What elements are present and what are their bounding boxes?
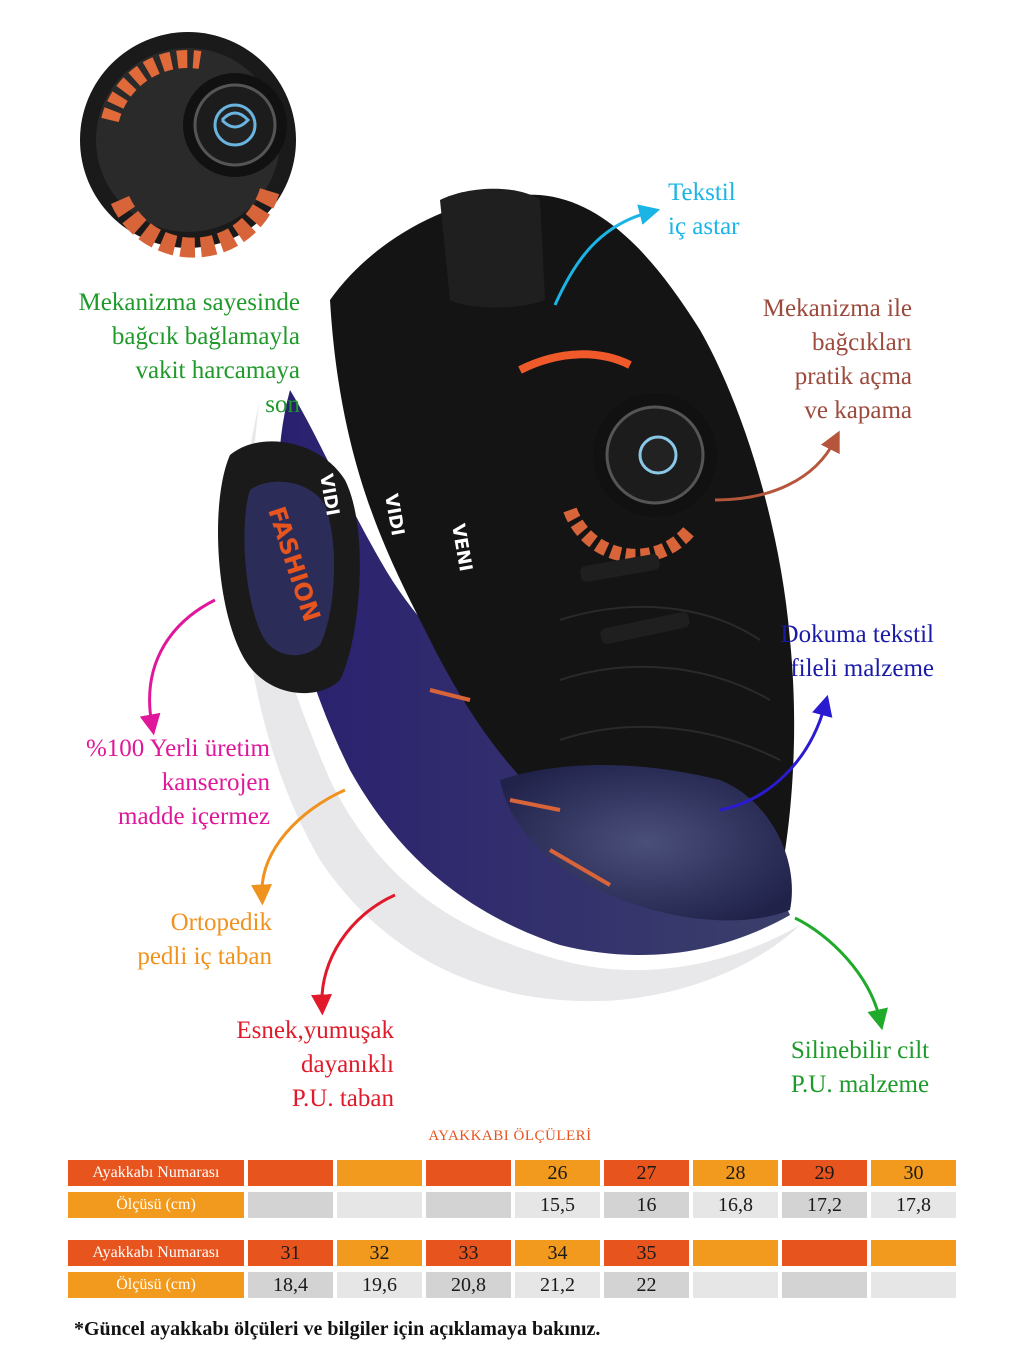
number-cell: 27 xyxy=(604,1160,689,1186)
size-label: Ölçüsü (cm) xyxy=(68,1272,244,1298)
number-cell: 26 xyxy=(515,1160,600,1186)
number-cell xyxy=(426,1160,511,1186)
arrow-silinebilir xyxy=(794,916,888,1031)
number-cell: 32 xyxy=(337,1240,422,1266)
arrow-tekstil xyxy=(553,204,661,306)
callout-mekanizma-left: Mekanizma sayesinde bağcık bağlamayla va… xyxy=(78,289,300,418)
arrow-ortopedik xyxy=(251,788,346,906)
number-cell: 29 xyxy=(782,1160,867,1186)
number-cell xyxy=(337,1160,422,1186)
number-cell xyxy=(782,1240,867,1266)
size-cell xyxy=(426,1192,511,1218)
size-cell xyxy=(782,1272,867,1298)
product-illustration: FASHION VIDI VIDI VENI xyxy=(80,32,888,1031)
number-label: Ayakkabı Numarası xyxy=(68,1160,244,1186)
arrow-mekanizma-right xyxy=(714,430,840,502)
size-cell: 22 xyxy=(604,1272,689,1298)
shoe-image xyxy=(218,188,800,1002)
size-table-title: AYAKKABI ÖLÇÜLERİ xyxy=(428,1128,592,1144)
size-cell: 16,8 xyxy=(693,1192,778,1218)
size-cell: 19,6 xyxy=(337,1272,422,1298)
size-row-numbers-2: Ayakkabı Numarası 31 32 33 34 35 xyxy=(68,1240,956,1266)
number-label: Ayakkabı Numarası xyxy=(68,1240,244,1266)
size-cell xyxy=(248,1192,333,1218)
size-cell: 20,8 xyxy=(426,1272,511,1298)
callout-tekstil: Tekstil iç astar xyxy=(668,179,740,240)
number-cell: 31 xyxy=(248,1240,333,1266)
callout-ortopedik: Ortopedik pedli iç taban xyxy=(137,909,272,970)
size-cell: 16 xyxy=(604,1192,689,1218)
size-row-numbers-1: Ayakkabı Numarası 26 27 28 29 30 xyxy=(68,1160,956,1186)
size-cell: 21,2 xyxy=(515,1272,600,1298)
callout-silinebilir: Silinebilir cilt P.U. malzeme xyxy=(790,1037,930,1098)
size-row-cm-1: Ölçüsü (cm) 15,5 16 16,8 17,2 17,8 xyxy=(68,1192,956,1218)
size-row-cm-2: Ölçüsü (cm) 18,4 19,6 20,8 21,2 22 xyxy=(68,1272,956,1298)
number-cell: 35 xyxy=(604,1240,689,1266)
size-cell: 17,8 xyxy=(871,1192,956,1218)
arrow-dokuma xyxy=(719,694,833,812)
number-cell xyxy=(871,1240,956,1266)
callout-esnek: Esnek,yumuşak dayanıklı P.U. taban xyxy=(236,1017,394,1112)
number-cell xyxy=(693,1240,778,1266)
callout-mekanizma-right: Mekanizma ile bağcıkları pratik açma ve … xyxy=(762,295,912,424)
callout-dokuma: Dokuma tekstil fileli malzeme xyxy=(780,621,934,682)
callout-yerli: %100 Yerli üretim kanserojen madde içerm… xyxy=(85,735,270,830)
size-cell: 18,4 xyxy=(248,1272,333,1298)
size-cell: 15,5 xyxy=(515,1192,600,1218)
arrow-yerli xyxy=(139,598,216,736)
footnote: *Güncel ayakkabı ölçüleri ve bilgiler iç… xyxy=(74,1318,601,1340)
number-cell: 34 xyxy=(515,1240,600,1266)
size-cell: 17,2 xyxy=(782,1192,867,1218)
size-cell xyxy=(337,1192,422,1218)
size-cell xyxy=(693,1272,778,1298)
number-cell: 28 xyxy=(693,1160,778,1186)
size-cell xyxy=(871,1272,956,1298)
mechanism-detail-icon xyxy=(80,32,296,258)
number-cell xyxy=(248,1160,333,1186)
number-cell: 33 xyxy=(426,1240,511,1266)
size-label: Ölçüsü (cm) xyxy=(68,1192,244,1218)
number-cell: 30 xyxy=(871,1160,956,1186)
arrow-esnek xyxy=(311,893,396,1016)
